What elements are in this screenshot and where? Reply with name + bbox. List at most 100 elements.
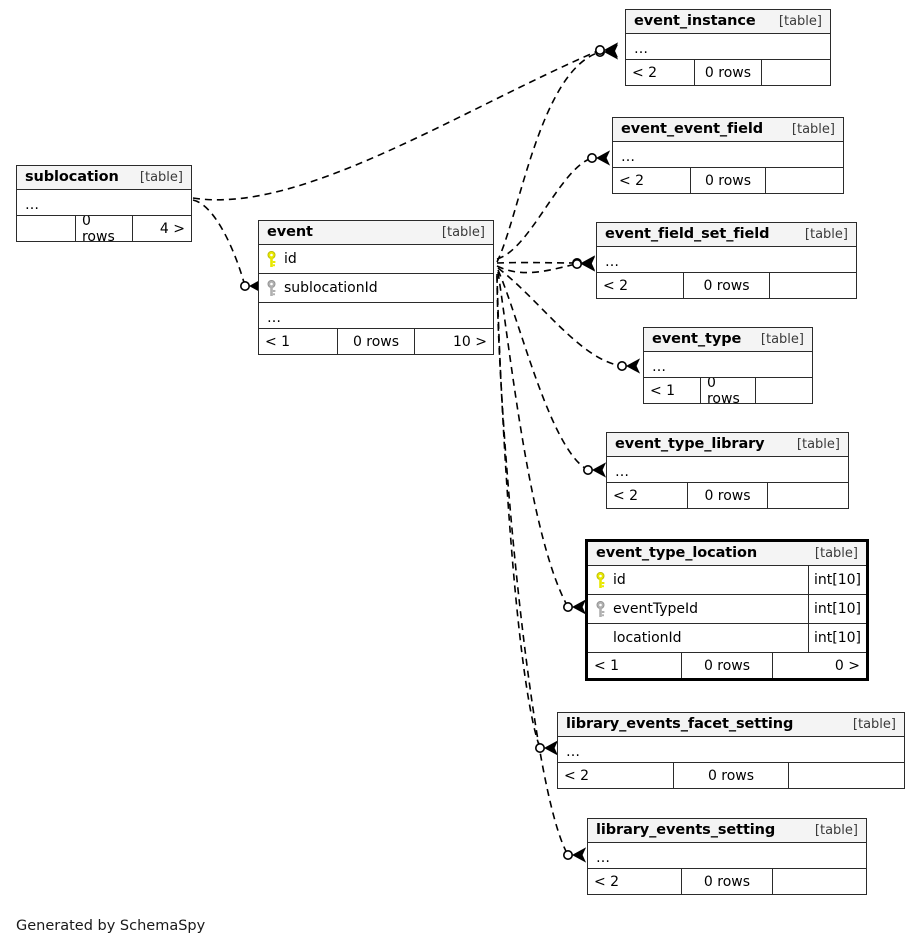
table-footer-row-count: 0 rows xyxy=(687,483,768,508)
table-kind-label: [table] xyxy=(814,822,858,838)
table-columns-ellipsis: … xyxy=(588,843,866,869)
table-columns-ellipsis: … xyxy=(259,303,493,329)
column-type-label: int[10] xyxy=(808,566,866,594)
relationship-edge-event-to-event_instance xyxy=(496,51,601,263)
cardinality-crows-foot xyxy=(543,740,559,756)
table-footer-row-count: 0 rows xyxy=(689,168,767,193)
table-node-event_type_location[interactable]: event_type_location [table] id int[10] event… xyxy=(585,539,869,681)
table-footer-children-count xyxy=(773,869,866,894)
relationship-edge-event-to-event_field_set_field_2 xyxy=(496,263,578,274)
table-columns-ellipsis: … xyxy=(17,190,191,216)
column-name-label: sublocationId xyxy=(284,280,378,296)
cardinality-optional-circle xyxy=(594,44,605,55)
cardinality-crows-foot xyxy=(571,847,587,863)
table-name-label: library_events_facet_setting xyxy=(566,716,794,732)
column-name-label: … xyxy=(652,359,666,375)
table-footer-parents-count: < 2 xyxy=(632,64,658,81)
relationship-edge-sublocation-to-event xyxy=(192,199,246,287)
table-name-label: event_field_set_field xyxy=(605,226,770,242)
cardinality-crows-foot xyxy=(580,255,596,271)
table-column-row: sublocationId xyxy=(259,274,493,303)
column-name-label: … xyxy=(267,310,281,326)
cardinality-crows-foot xyxy=(571,599,587,615)
relationship-edge-event-to-event_type_library xyxy=(497,269,589,471)
column-name-label: id xyxy=(284,251,297,267)
cardinality-optional-circle xyxy=(616,360,627,371)
column-name-label: … xyxy=(566,744,580,760)
table-footer-row-count: 0 rows xyxy=(673,763,789,788)
table-column-row: id int[10] xyxy=(588,566,866,595)
table-kind-label: [table] xyxy=(796,436,840,452)
table-kind-label: [table] xyxy=(814,545,858,561)
table-name-label: event_event_field xyxy=(621,121,764,137)
cardinality-optional-circle xyxy=(571,257,582,268)
table-footer-event_type_library: < 2 0 rows xyxy=(607,483,848,508)
table-header-event_field_set_field: event_field_set_field [table] xyxy=(597,223,856,247)
column-type-label: int[10] xyxy=(808,595,866,623)
column-name-label: … xyxy=(621,149,635,165)
table-kind-label: [table] xyxy=(760,331,804,347)
table-kind-label: [table] xyxy=(804,226,848,242)
cardinality-optional-circle xyxy=(562,849,573,860)
cardinality-crows-foot xyxy=(595,150,611,166)
cardinality-optional-circle xyxy=(594,46,605,57)
column-name-label: eventTypeId xyxy=(613,601,699,617)
table-columns-ellipsis: … xyxy=(607,457,848,483)
table-footer-children-count xyxy=(789,763,904,788)
column-type-label: int[10] xyxy=(808,624,866,652)
table-name-label: event xyxy=(267,224,313,240)
table-name-label: sublocation xyxy=(25,169,119,185)
column-name-label: … xyxy=(634,41,648,57)
cardinality-crows-foot xyxy=(603,42,619,58)
table-footer-row-count: 0 rows xyxy=(74,216,133,241)
table-footer-parents-count: < 2 xyxy=(564,767,590,784)
table-header-sublocation: sublocation[table] xyxy=(17,166,191,190)
table-name-label: event_type xyxy=(652,331,742,347)
cardinality-crows-foot xyxy=(625,358,641,374)
table-footer-row-count: 0 rows xyxy=(680,653,774,678)
table-footer-children-count: 0 > xyxy=(834,657,861,674)
table-footer-library_events_facet_setting: < 2 0 rows xyxy=(558,763,904,788)
cardinality-optional-circle xyxy=(571,258,582,269)
table-columns-ellipsis: … xyxy=(613,142,843,168)
generated-by-note: Generated by SchemaSpy xyxy=(16,918,206,934)
table-footer-children-count: 10 > xyxy=(453,333,488,350)
column-name-label: … xyxy=(596,850,610,866)
column-name-label: id xyxy=(613,572,626,588)
relationship-edge-event-to-event_type_location xyxy=(497,271,569,608)
table-header-library_events_facet_setting: library_events_facet_setting [table] xyxy=(558,713,904,737)
cardinality-optional-circle xyxy=(582,464,593,475)
table-footer-parents-count: < 2 xyxy=(619,172,645,189)
relationship-edge-event-to-event_event_field xyxy=(496,157,593,260)
cardinality-optional-circle xyxy=(534,742,545,753)
table-footer-children-count xyxy=(766,168,843,193)
table-header-event_instance: event_instance[table] xyxy=(626,10,830,34)
table-footer-parents-count: < 2 xyxy=(613,487,639,504)
table-footer-parents-count: < 2 xyxy=(594,873,620,890)
table-header-event_type: event_type [table] xyxy=(644,328,812,352)
table-header-event: event[table] xyxy=(259,221,493,245)
table-footer-children-count xyxy=(756,378,812,403)
cardinality-optional-circle xyxy=(562,601,573,612)
table-footer-event_event_field: < 2 0 rows xyxy=(613,168,843,193)
cardinality-optional-circle xyxy=(240,280,251,291)
table-name-label: event_type_location xyxy=(596,545,758,561)
table-node-library_events_facet_setting[interactable]: library_events_facet_setting [table] … < 2 0… xyxy=(557,712,905,789)
table-kind-label: [table] xyxy=(852,716,896,732)
table-footer-children-count xyxy=(770,273,856,298)
